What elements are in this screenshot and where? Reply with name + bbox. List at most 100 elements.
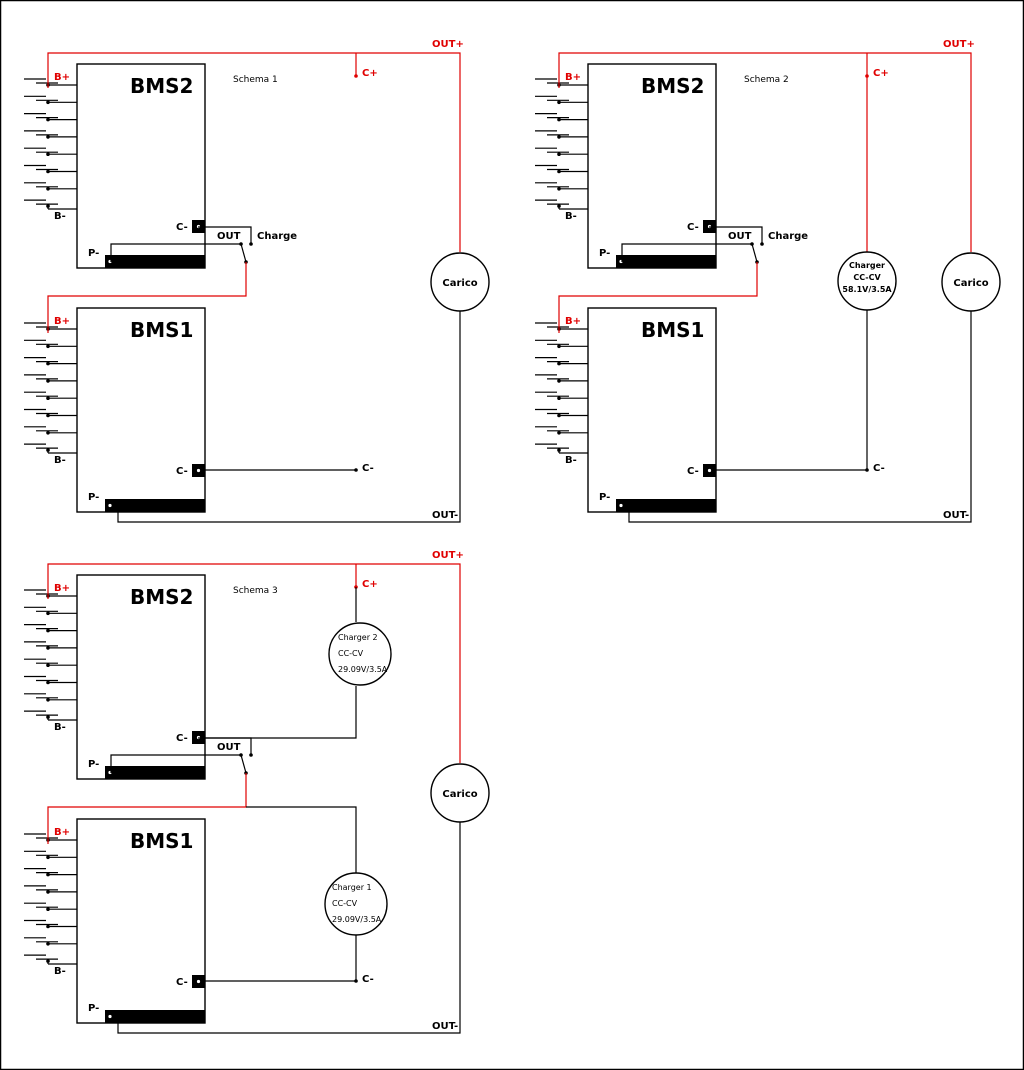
terminal-hole — [196, 468, 201, 473]
junction-dot — [557, 169, 561, 174]
relay-blade — [751, 243, 758, 263]
c-minus-label: C- — [362, 974, 374, 985]
p-minus-wire — [621, 243, 752, 262]
junction-dot — [46, 152, 50, 156]
scheme-title: Schema 3 — [233, 586, 278, 596]
junction-dot — [557, 413, 561, 418]
bms-board — [587, 307, 717, 513]
junction-dot — [46, 204, 50, 208]
junction-dot — [46, 942, 50, 946]
terminal-hole — [108, 503, 112, 508]
relay-blade — [240, 243, 247, 263]
junction-dot — [557, 361, 561, 366]
junction-dot — [557, 187, 561, 191]
junction-dot — [557, 135, 561, 139]
junction-dot — [46, 924, 50, 929]
junction-dot — [46, 396, 50, 401]
junction-dot — [46, 431, 50, 435]
junction-dot — [46, 907, 50, 911]
junction-dot — [46, 117, 50, 122]
junction-dot — [46, 100, 50, 105]
p-minus-wire — [110, 243, 241, 262]
load-circle-label: Carico — [442, 789, 477, 800]
out-minus-label: OUT- — [432, 1021, 458, 1032]
c-minus-label: C- — [687, 222, 699, 233]
out-minus-wire — [117, 821, 461, 1034]
out-label: OUT — [217, 742, 241, 753]
series-link-wire — [47, 262, 247, 333]
bms-title: BMS1 — [130, 829, 193, 853]
terminal-hole — [707, 468, 712, 473]
c-minus-label: C- — [687, 466, 699, 477]
load-circle — [430, 763, 490, 823]
junction-dot — [354, 74, 358, 78]
scheme-title: Schema 2 — [744, 75, 789, 85]
out-plus-wire — [47, 52, 461, 252]
p-minus-label: P- — [88, 1003, 99, 1014]
junction-dot — [557, 396, 561, 401]
b-plus-label: B+ — [54, 72, 70, 83]
charge-label: Charge — [257, 231, 297, 242]
junction-dot — [249, 242, 253, 246]
b-plus-label: B+ — [54, 316, 70, 327]
bms-title: BMS2 — [641, 74, 704, 98]
load-circle-label: Carico — [953, 278, 988, 289]
b-minus-label: B- — [54, 966, 66, 977]
junction-dot — [46, 663, 50, 667]
junction-dot — [46, 413, 50, 418]
junction-dot — [46, 855, 50, 860]
p-minus-wire — [110, 754, 241, 773]
out-minus-label: OUT- — [432, 510, 458, 521]
load-circle — [430, 252, 490, 312]
charger-1-circle-label: Charger 1 — [332, 883, 372, 892]
charger-circle-label: 58.1V/3.5A — [842, 285, 892, 294]
junction-dot — [46, 187, 50, 191]
junction-dot — [46, 379, 50, 383]
c-minus-label: C- — [873, 463, 885, 474]
b-plus-label: B+ — [54, 827, 70, 838]
p-minus-terminal — [105, 766, 205, 779]
charger-1-circle-label: 29.09V/3.5A — [332, 915, 382, 924]
junction-dot — [354, 468, 358, 472]
bms-board — [76, 307, 206, 513]
junction-dot — [249, 753, 253, 757]
bms-board — [76, 63, 206, 269]
charger-2-circle — [328, 622, 392, 686]
bms-title: BMS2 — [130, 585, 193, 609]
c-minus-label: C- — [176, 977, 188, 988]
junction-dot — [557, 379, 561, 383]
junction-dot — [46, 448, 50, 452]
junction-dot — [46, 344, 50, 349]
p-minus-label: P- — [88, 492, 99, 503]
junction-dot — [557, 152, 561, 156]
junction-dot — [46, 646, 50, 650]
c-minus-wire — [198, 226, 252, 244]
p-minus-label: P- — [88, 248, 99, 259]
p-minus-label: P- — [599, 492, 610, 503]
scheme-1: Schema 17654321B-B-B+BMS2C-P-7654321B-B-… — [24, 39, 490, 523]
junction-dot — [46, 361, 50, 366]
c-minus-label: C- — [362, 463, 374, 474]
scheme-2: Schema 27654321B-B-B+BMS2C-P-7654321B-B-… — [535, 39, 1001, 523]
charger-2-circle-label: 29.09V/3.5A — [338, 665, 388, 674]
out-plus-label: OUT+ — [943, 39, 975, 50]
terminal-hole — [196, 979, 201, 984]
b-minus-label: B- — [565, 211, 577, 222]
junction-dot — [557, 448, 561, 452]
relay-lead — [205, 737, 252, 755]
scheme-3: Schema 37654321B-B-B+BMS2C-P-7654321B-B-… — [24, 550, 490, 1034]
c-plus-label: C+ — [362, 68, 378, 79]
c-minus-label: C- — [176, 466, 188, 477]
junction-dot — [46, 680, 50, 685]
junction-dot — [557, 344, 561, 349]
junction-dot — [46, 715, 50, 719]
junction-dot — [46, 135, 50, 139]
bms-title: BMS1 — [130, 318, 193, 342]
junction-dot — [760, 242, 764, 246]
out-minus-wire — [628, 310, 972, 523]
charger-1-circle-label: CC-CV — [332, 899, 358, 908]
b-plus-label: B+ — [565, 72, 581, 83]
junction-dot — [46, 959, 50, 963]
c-minus-wire — [709, 226, 763, 244]
